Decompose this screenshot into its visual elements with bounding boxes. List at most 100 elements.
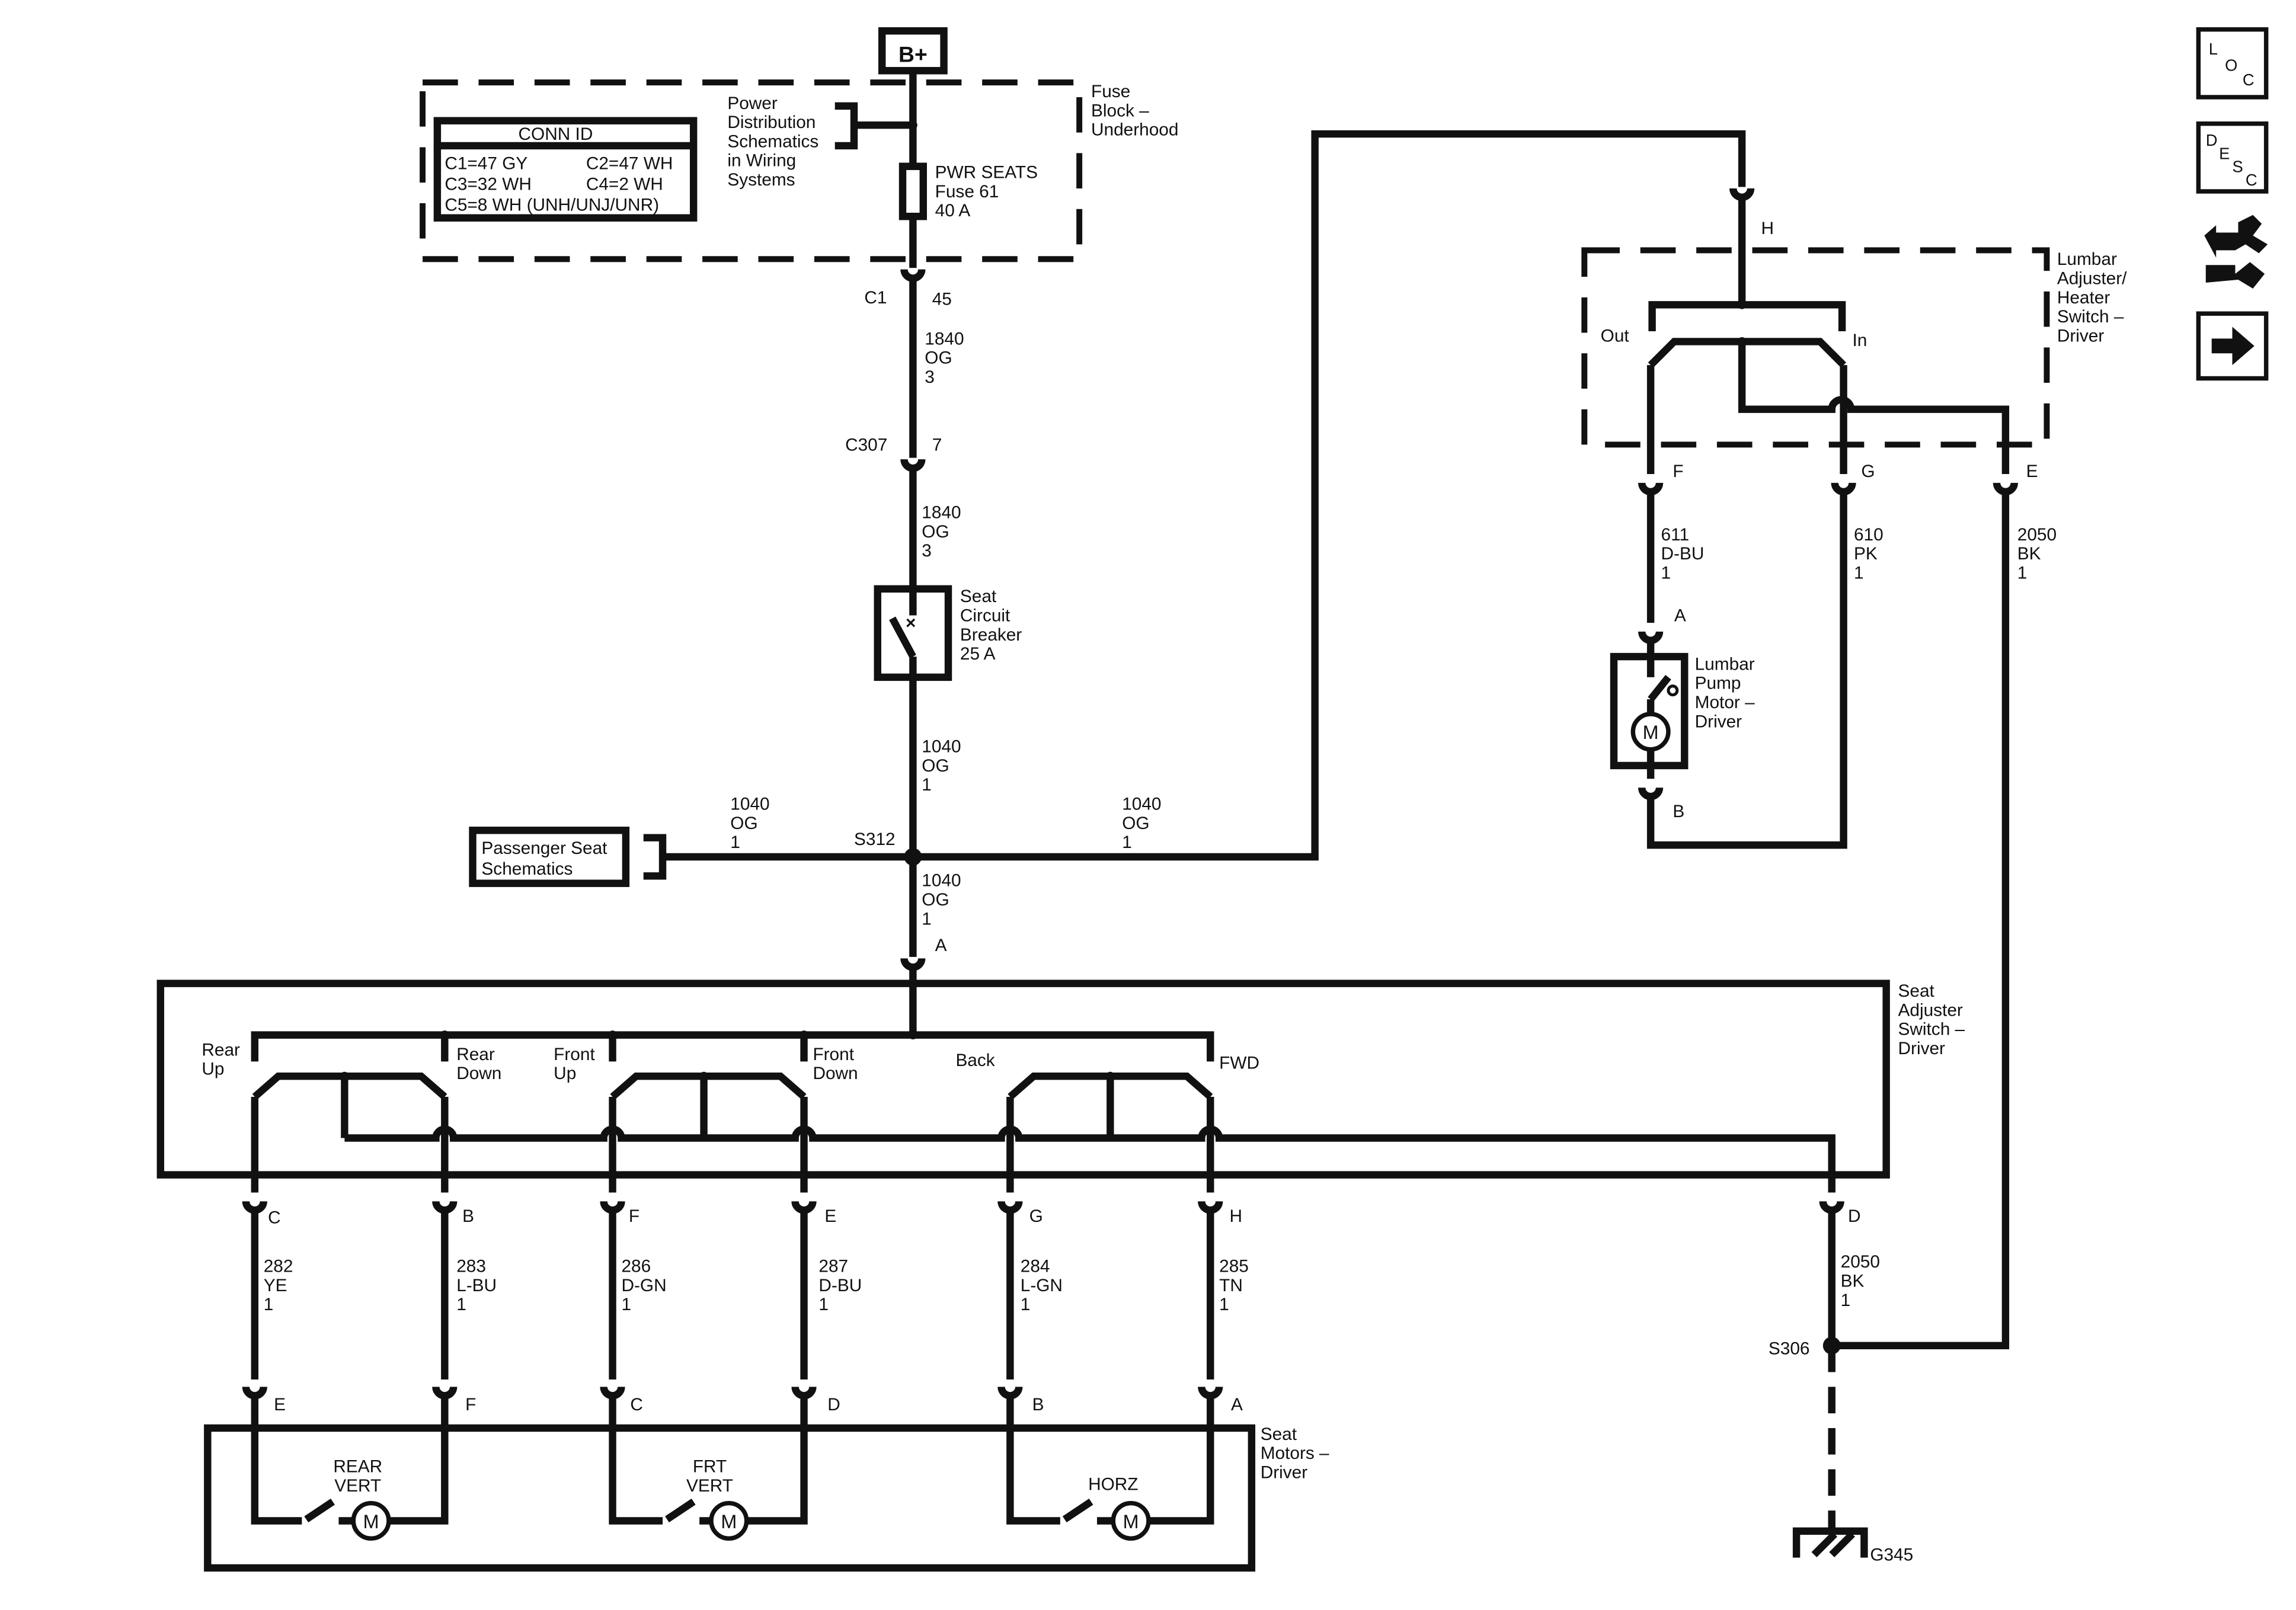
desc-icon[interactable] <box>2196 121 2269 194</box>
loc-icon-c: C <box>2243 71 2255 89</box>
svg-text:FRT: FRT <box>693 1457 727 1476</box>
sw-pin-e: E <box>824 1206 836 1226</box>
svg-text:Distribution: Distribution <box>727 113 816 132</box>
fuse-61 <box>898 162 927 220</box>
motor-connectors <box>242 1386 1223 1428</box>
svg-text:282: 282 <box>264 1257 293 1276</box>
svg-text:OG: OG <box>925 348 952 368</box>
seat-adjuster-switch-label: Seat Adjuster Switch – Driver <box>1898 981 1965 1058</box>
conn-id-table <box>433 117 698 222</box>
horz-motor <box>1111 1500 1151 1541</box>
svg-text:Up: Up <box>202 1060 224 1079</box>
svg-text:Underhood: Underhood <box>1091 120 1178 140</box>
svg-text:Breaker: Breaker <box>960 625 1022 645</box>
svg-text:Motor –: Motor – <box>1695 693 1755 712</box>
svg-text:287: 287 <box>818 1257 848 1276</box>
motor-wires <box>251 1210 1214 1379</box>
seat-motors-box <box>204 1424 1256 1572</box>
seat-circuit-breaker-label: Seat Circuit Breaker 25 A <box>960 587 1022 664</box>
svg-text:1: 1 <box>2017 563 2028 582</box>
bus-node-4 <box>908 1030 917 1040</box>
loc-icon-l: L <box>2209 40 2218 58</box>
svg-text:2050: 2050 <box>1841 1252 1880 1272</box>
switch-leads <box>251 1096 1214 1193</box>
svg-text:REAR: REAR <box>333 1457 382 1476</box>
loc-icon[interactable] <box>2196 27 2269 100</box>
svg-text:1: 1 <box>264 1295 274 1314</box>
svg-text:Rear: Rear <box>202 1040 240 1060</box>
svg-text:Driver: Driver <box>1261 1462 1308 1482</box>
harness-icon[interactable] <box>2204 215 2268 289</box>
lumbar-in-label: In <box>1853 331 1868 350</box>
svg-text:OG: OG <box>1122 814 1149 833</box>
svg-text:Power: Power <box>727 94 778 113</box>
svg-text:Rear: Rear <box>456 1045 495 1064</box>
svg-text:Lumbar: Lumbar <box>2057 249 2117 269</box>
svg-text:40 A: 40 A <box>935 201 971 220</box>
sw-pin-g: G <box>1029 1206 1043 1226</box>
svg-text:1: 1 <box>456 1295 466 1314</box>
svg-text:286: 286 <box>621 1257 651 1276</box>
splice-s312-label: S312 <box>854 830 896 849</box>
conn-id-title: CONN ID <box>519 124 593 144</box>
rear-vert-label: REAR VERT <box>333 1457 382 1495</box>
wire-610 <box>1646 491 1847 849</box>
wire-2050-top-label: 2050 BK 1 <box>2017 525 2057 583</box>
fuse-block-label: Fuse Block – Underhood <box>1091 82 1178 140</box>
svg-text:3: 3 <box>925 367 935 387</box>
pos-front-down: Front Down <box>813 1045 858 1083</box>
frt-vert-circuit <box>609 1427 808 1525</box>
connector-c307-label: C307 <box>845 435 887 454</box>
svg-text:OG: OG <box>922 890 949 910</box>
sw-pin-b: B <box>462 1206 474 1226</box>
passenger-seat-ref-box <box>469 827 630 887</box>
svg-text:610: 610 <box>1854 525 1884 545</box>
wire-1040-right-label: 1040 OG 1 <box>1122 794 1161 852</box>
svg-text:611: 611 <box>1661 525 1690 545</box>
svg-text:Seat: Seat <box>1898 981 1935 1001</box>
sw-pin-h: H <box>1230 1206 1243 1226</box>
connector-lumbar-h <box>1729 188 1755 305</box>
switch-connectors <box>242 1201 1844 1214</box>
svg-text:PWR SEATS: PWR SEATS <box>935 163 1038 183</box>
lumbar-motor-switch <box>1646 657 1671 713</box>
wire-286-label: 286 D-GN 1 <box>621 1257 666 1315</box>
svg-text:25 A: 25 A <box>960 644 996 664</box>
mot-pin-f: F <box>465 1395 476 1414</box>
connector-c307 <box>900 459 926 472</box>
seat-adjuster-switch <box>156 980 1890 1179</box>
svg-text:VERT: VERT <box>686 1476 733 1496</box>
svg-text:Passenger Seat: Passenger Seat <box>481 838 607 858</box>
seat-motors-label: Seat Motors – Driver <box>1261 1425 1329 1483</box>
loc-icon-o: O <box>2225 56 2237 74</box>
breaker-x-mark: × <box>906 613 916 633</box>
svg-text:1040: 1040 <box>730 794 769 814</box>
svg-text:Schematics: Schematics <box>481 859 573 879</box>
svg-text:1: 1 <box>1219 1295 1229 1314</box>
svg-text:Adjuster/: Adjuster/ <box>2057 269 2127 289</box>
svg-text:Driver: Driver <box>1898 1039 1946 1058</box>
svg-text:Switch –: Switch – <box>2057 307 2124 327</box>
connector-lumbar-f <box>1638 482 1664 495</box>
wire-285-label: 285 TN 1 <box>1219 1257 1249 1315</box>
wire-2050-top <box>1831 491 2010 1350</box>
svg-text:Lumbar: Lumbar <box>1695 654 1755 674</box>
connector-switch-a-label: A <box>935 936 947 955</box>
frt-vert-motor-m: M <box>721 1511 737 1532</box>
svg-text:1040: 1040 <box>1122 794 1161 814</box>
next-arrow-icon[interactable] <box>2196 311 2269 381</box>
mot-pin-e: E <box>274 1395 286 1414</box>
passenger-bracket <box>643 834 667 880</box>
mot-pin-d: D <box>827 1395 840 1414</box>
svg-text:1840: 1840 <box>925 329 964 348</box>
wire-282-label: 282 YE 1 <box>264 1257 293 1315</box>
connector-motor-b <box>1638 765 1664 801</box>
connector-lumbar-g <box>1831 482 1856 495</box>
conn-id-c1: C1=47 GY <box>445 154 527 174</box>
svg-text:D-GN: D-GN <box>621 1276 666 1295</box>
mot-pin-b: B <box>1032 1395 1044 1414</box>
svg-text:BK: BK <box>2017 544 2041 564</box>
pos-rear-down: Rear Down <box>456 1045 501 1083</box>
connector-motor-a-label: A <box>1674 606 1686 625</box>
connector-lumbar-h-label: H <box>1761 219 1774 238</box>
